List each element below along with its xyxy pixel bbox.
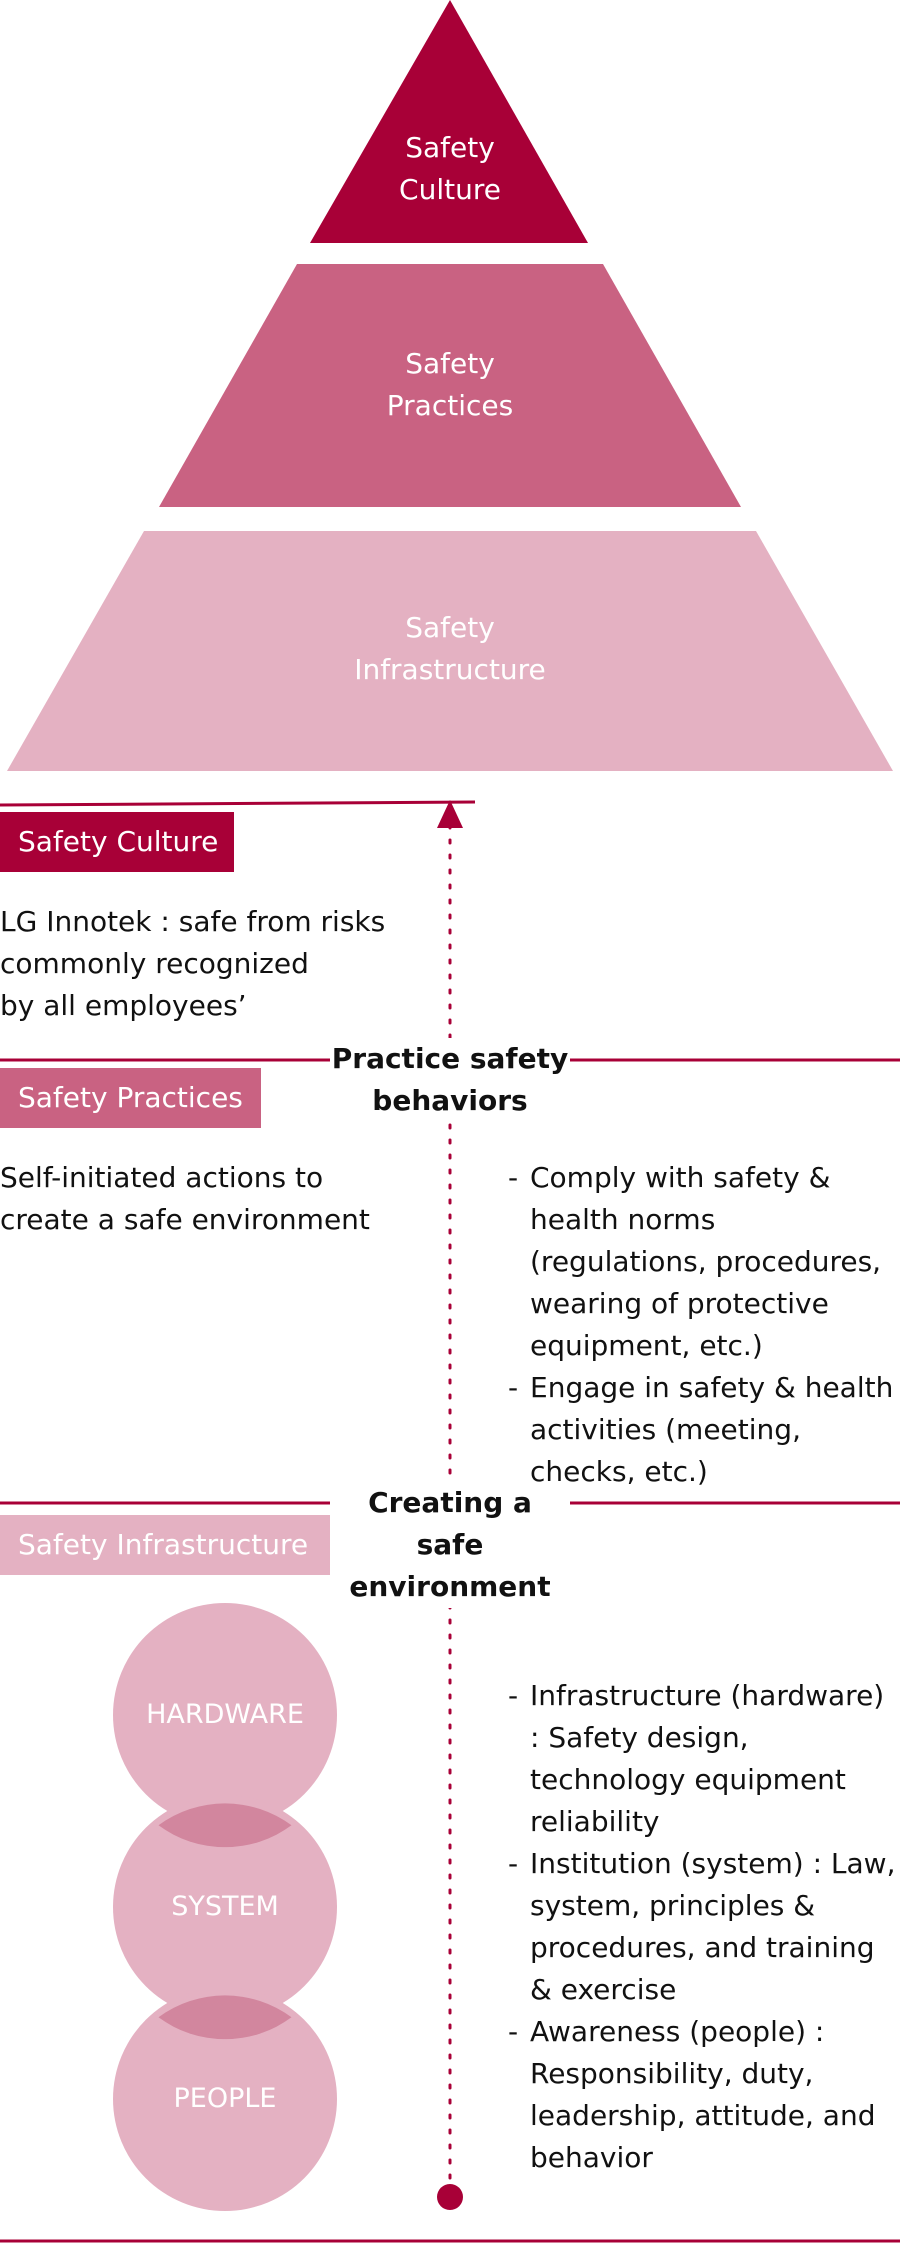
- circle-label-hardware: HARDWARE: [146, 1699, 304, 1730]
- practices-description: Self-initiated actions to create a safe …: [0, 1161, 370, 1236]
- heading-practice-safety-behaviors: Practice safety behaviors: [330, 1038, 570, 1122]
- circle-hardware: [113, 1603, 337, 1827]
- top-rule: [0, 800, 476, 807]
- arrow-head-icon: [437, 800, 463, 828]
- heading-creating-safe-environment: Creating a safe environment: [330, 1482, 570, 1608]
- pyramid-tier-infrastructure: [7, 531, 893, 771]
- tag-safety-practices: Safety Practices: [0, 1068, 261, 1128]
- circle-people: [113, 1987, 337, 2211]
- pyramid-tier-culture: [310, 0, 588, 243]
- list-item: Institution (system) : Law, system, prin…: [508, 1843, 900, 2011]
- tag-safety-culture: Safety Culture: [0, 812, 234, 872]
- overlap-hardware-system: [158, 1803, 292, 1848]
- tag-safety-infrastructure: Safety Infrastructure: [0, 1515, 330, 1575]
- pyramid-label-culture: Safety Culture: [399, 131, 501, 206]
- list-item: Infrastructure (hardware) : Safety desig…: [508, 1675, 900, 1843]
- list-item: Comply with safety & health norms (regul…: [508, 1157, 900, 1367]
- list-item: Awareness (people) : Responsibility, dut…: [508, 2011, 900, 2179]
- circle-label-system: SYSTEM: [171, 1891, 279, 1922]
- pyramid-tier-practices: [159, 264, 741, 507]
- pyramid-label-infrastructure: Safety Infrastructure: [354, 611, 546, 686]
- infrastructure-bullet-list: Infrastructure (hardware) : Safety desig…: [508, 1675, 900, 2179]
- overlap-system-people: [158, 1995, 292, 2040]
- pyramid-label-practices: Safety Practices: [386, 347, 514, 422]
- practices-bullet-list: Comply with safety & health norms (regul…: [508, 1157, 900, 1493]
- circle-label-people: PEOPLE: [173, 2083, 277, 2114]
- arrow-base-dot: [437, 2184, 463, 2210]
- list-item: Engage in safety & health activities (me…: [508, 1367, 900, 1493]
- circle-system: [113, 1795, 337, 2019]
- culture-description: LG Innotek : safe from risks commonly re…: [0, 905, 386, 1022]
